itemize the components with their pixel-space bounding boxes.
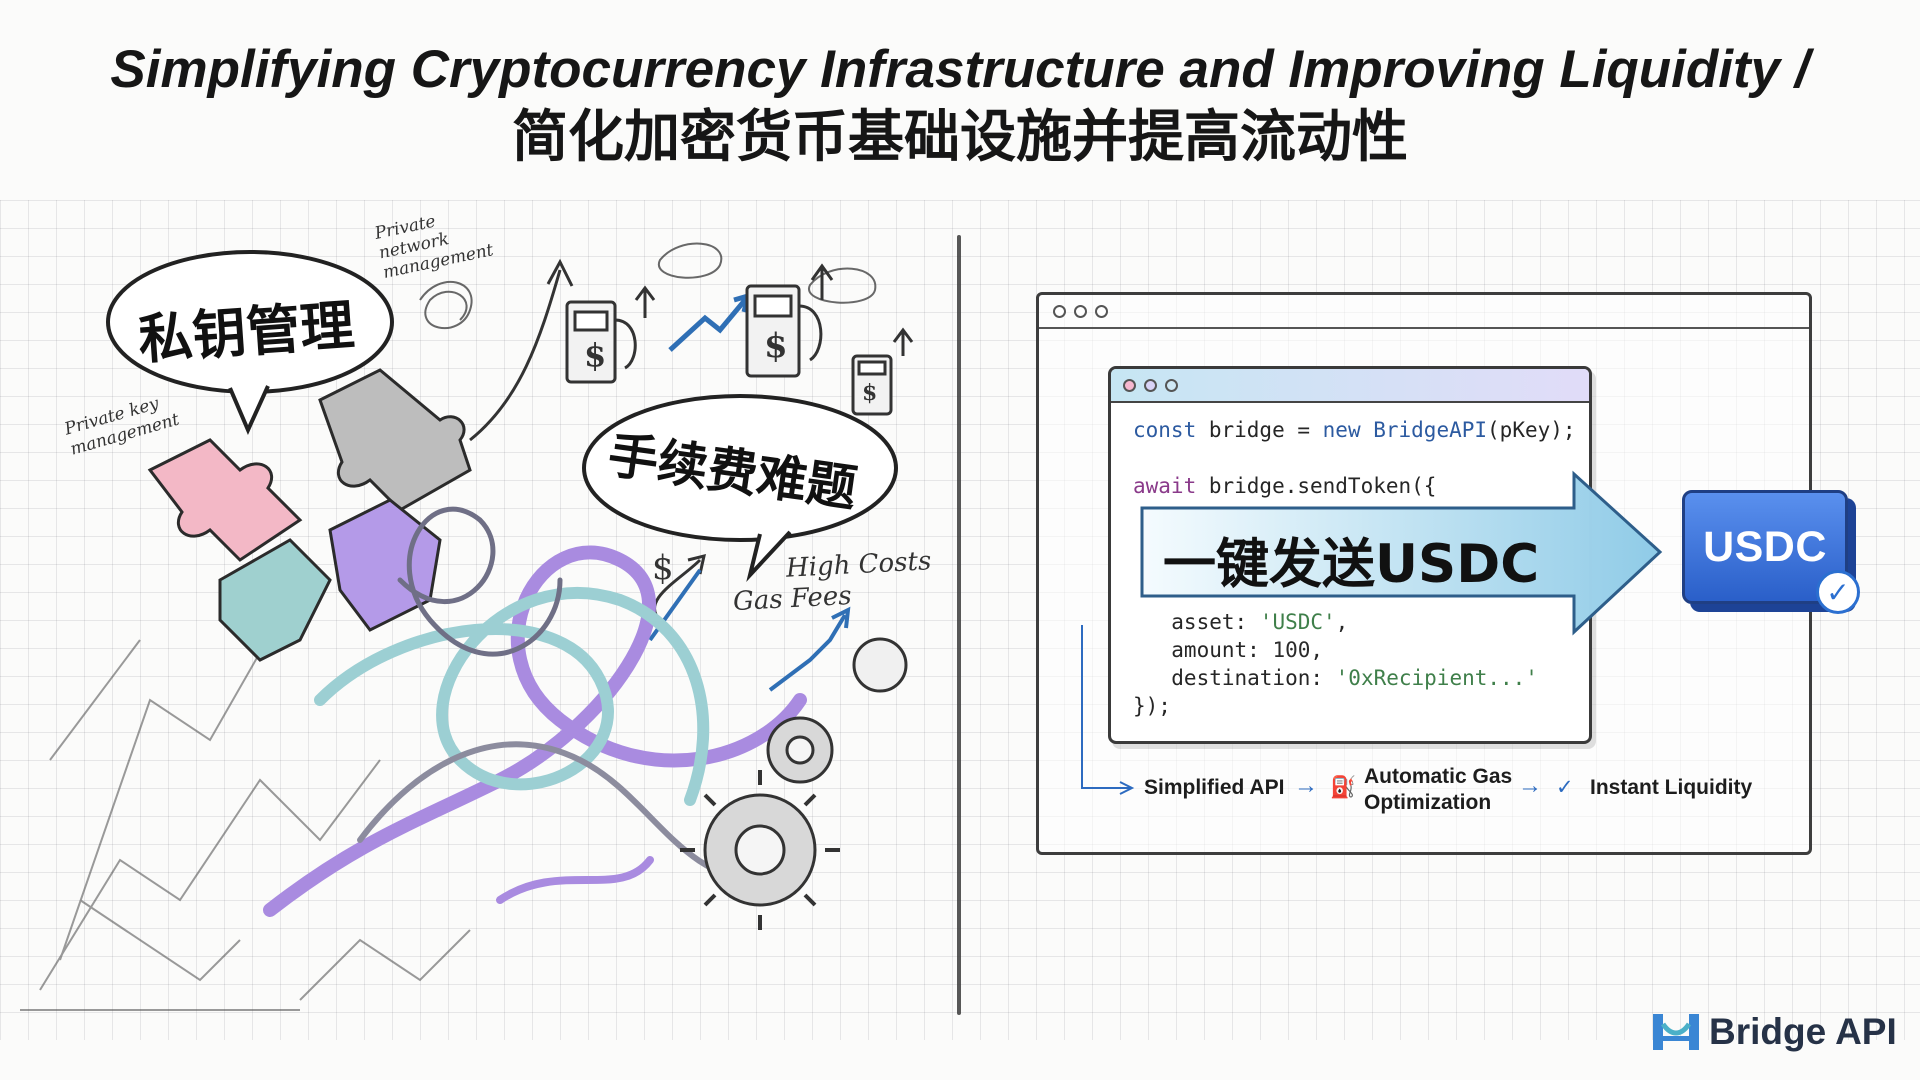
window-dot-icon[interactable] [1074,304,1087,318]
code-line-1: const bridge = new BridgeAPI(pKey); [1133,418,1576,442]
pump-dollar-2: $ [764,326,788,366]
code-line-2: await bridge.sendToken({ [1133,474,1437,498]
check-circle-icon: ✓ [1816,570,1860,614]
close-dot-icon[interactable] [1123,378,1136,392]
flow-step-instant-liquidity: Instant Liquidity [1590,776,1753,799]
page-subtitle: 简化加密货币基础设施并提高流动性 [512,105,1408,170]
maximize-dot-icon[interactable] [1165,378,1178,392]
code-line-4: amount: 100, [1146,638,1324,662]
usdc-token-label: USDC [1703,522,1827,571]
code-editor-titlebar [1111,369,1589,403]
bubble-private-key [106,250,394,435]
bubble-private-key-label: 私钥管理 [136,293,357,372]
arrow-right-icon: → [1518,772,1542,799]
flow-step-gas-optimization: Automatic Gas Optimization [1364,765,1513,814]
feature-flow: Simplified API → ⛽ Automatic Gas Optimiz… [1078,765,1798,828]
page-title: Simplifying Cryptocurrency Infrastructur… [110,40,1810,99]
check-icon: ✓ [1556,776,1574,799]
flow-step-simplified-api: Simplified API [1144,776,1285,799]
send-usdc-label: 一键发送USDC [1163,534,1540,595]
bridge-logo-icon [1653,1014,1699,1050]
pump-dollar-3: $ [862,380,878,406]
brand-name: Bridge API [1709,1011,1897,1052]
minimize-dot-icon[interactable] [1144,378,1157,392]
arrow-right-icon: → [1294,772,1318,799]
bubble-fees [582,394,898,582]
flow-step-gas-icon: ⛽ [1330,776,1357,799]
section-divider [957,235,961,1015]
window-dot-icon[interactable] [1095,304,1108,318]
pump-dollar-1: $ [584,336,607,374]
code-line-3: asset: 'USDC', [1146,610,1349,634]
brand-logo: Bridge API [1651,1010,1897,1054]
floating-dollar: $ [652,548,674,588]
code-line-6: }); [1133,694,1171,718]
browser-titlebar [1039,295,1809,329]
chaos-illustration [20,242,914,1011]
note-gas-fees: Gas Fees [732,580,853,618]
window-dot-icon[interactable] [1053,304,1066,318]
code-line-5: destination: '0xRecipient...' [1146,666,1538,690]
